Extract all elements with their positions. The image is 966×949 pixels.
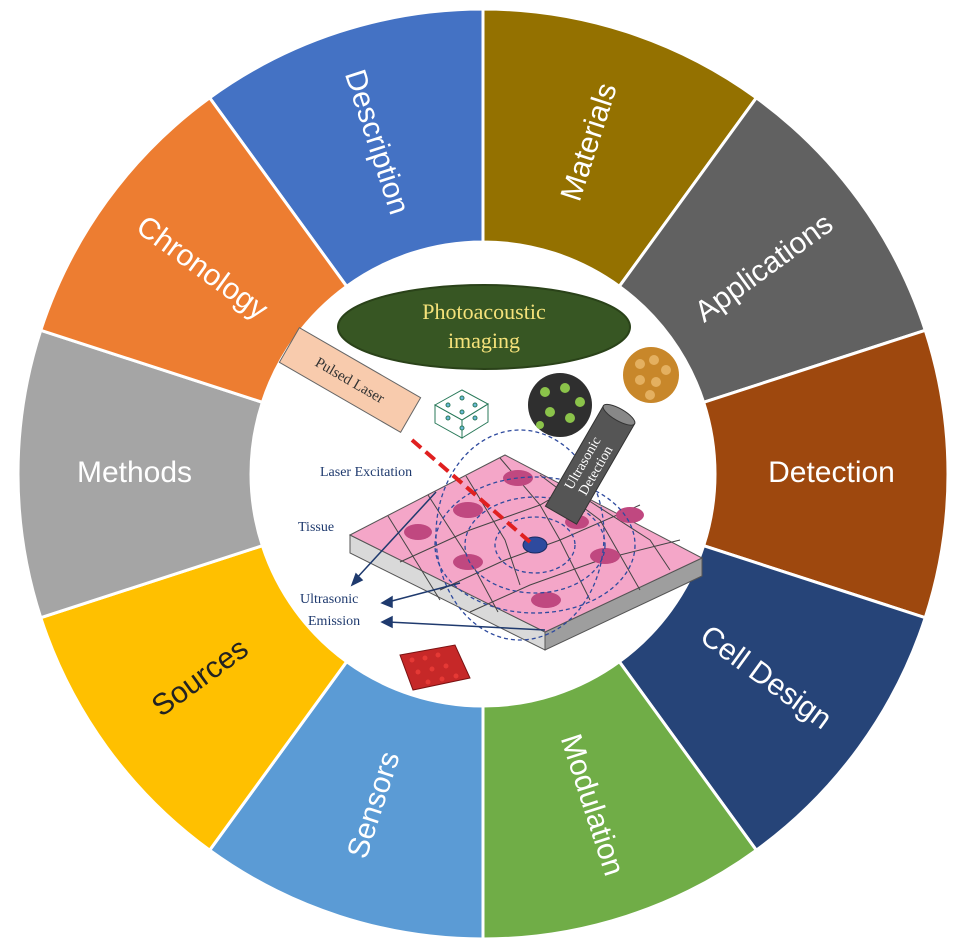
laser-excitation-label: Laser Excitation (320, 465, 412, 480)
acoustic-waves (434, 429, 636, 641)
wheel-segments (16, 7, 950, 941)
title-oval (337, 284, 631, 370)
title-line-2: imaging (448, 328, 520, 353)
crystal-block-icon (399, 644, 471, 691)
laser-beam (410, 438, 532, 544)
title-line-1: Photoacoustic (422, 299, 546, 324)
ultrasonic-emission-label-1: Ultrasonic (300, 592, 358, 607)
segment-label-detection: Detection (768, 456, 895, 489)
cell-nuclei (404, 470, 644, 608)
lattice-nanostructure-icon (433, 389, 490, 439)
tissue-label: Tissue (298, 520, 334, 535)
label-arrows (350, 491, 546, 631)
gold-cluster-icon (623, 347, 679, 403)
segment-label-methods: Methods (77, 456, 192, 489)
center-illustration: Photoacoustic imaging (278, 284, 704, 691)
ultrasonic-emission-label-2: Emission (308, 614, 360, 629)
sphere-nanoparticle-icon (528, 373, 592, 437)
